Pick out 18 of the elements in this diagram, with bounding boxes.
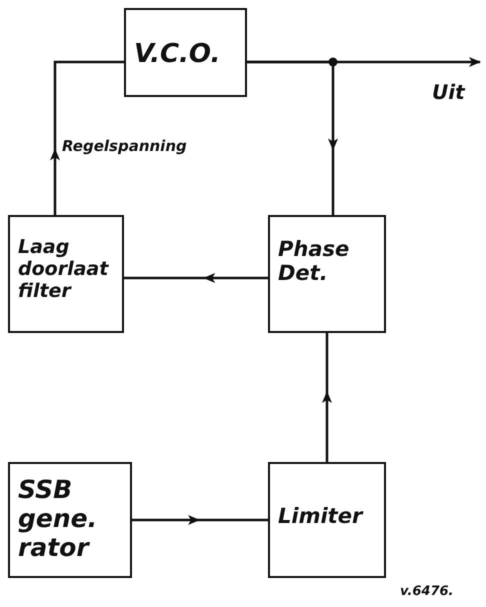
arrow <box>50 60 124 215</box>
arrow <box>247 60 338 215</box>
block-box <box>124 8 247 97</box>
block-label: Phase Det. <box>278 237 350 286</box>
figure-number: v.6476. <box>400 584 454 599</box>
edge-label: Regelspanning <box>62 137 187 155</box>
block-label: V.C.O. <box>134 40 222 70</box>
block-box <box>268 215 386 333</box>
block-label: Laag doorlaat filter <box>18 237 110 303</box>
block-label: Limiter <box>278 504 364 528</box>
block-label: SSB gene. rator <box>18 476 98 562</box>
arrow <box>132 515 268 525</box>
edge-label: Uit <box>432 80 465 104</box>
arrow <box>124 273 268 283</box>
arrow <box>322 333 332 462</box>
block-box <box>8 462 132 578</box>
block-box <box>8 215 124 333</box>
block-box <box>268 462 386 578</box>
